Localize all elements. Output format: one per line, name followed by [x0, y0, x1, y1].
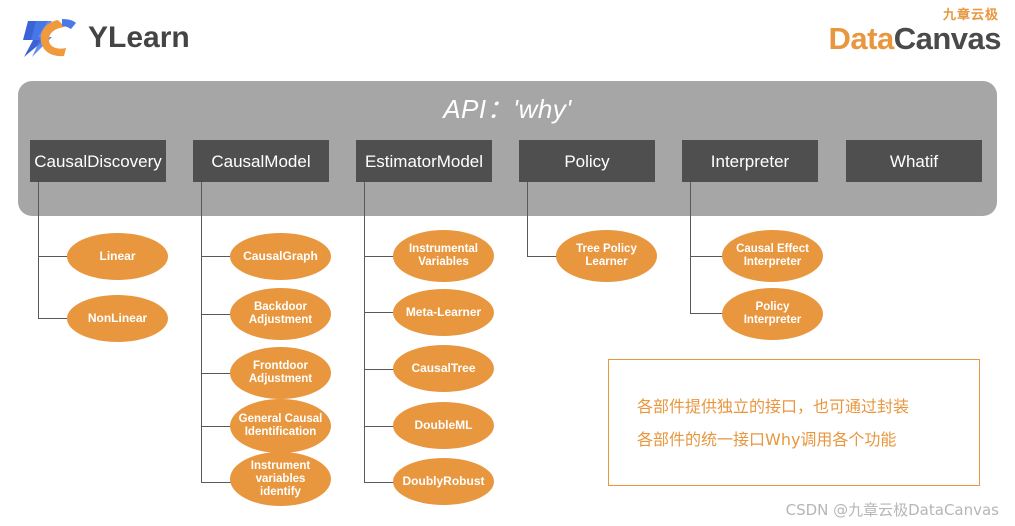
- ylearn-wordmark: YLearn: [88, 21, 190, 54]
- module-box-interpreter[interactable]: Interpreter: [682, 140, 818, 182]
- node-causalgraph[interactable]: CausalGraph: [230, 233, 331, 280]
- node-instrument-variables-identify[interactable]: Instrument variables identify: [230, 452, 331, 506]
- node-doubleml[interactable]: DoubleML: [393, 402, 494, 449]
- ylearn-yc-mark-icon: [18, 15, 78, 61]
- node-general-causal-identification[interactable]: General Causal Identification: [230, 399, 331, 453]
- connector-branch-causalgraph: [201, 256, 234, 257]
- api-panel-title: API：'why': [443, 94, 572, 124]
- node-instrumental-variables[interactable]: Instrumental Variables: [393, 230, 494, 282]
- connector-trunk-policy: [527, 182, 528, 257]
- datacanvas-wordmark: DataCanvas: [816, 21, 1002, 56]
- connector-branch-metalearner: [364, 312, 397, 313]
- node-frontdoor-adjustment[interactable]: Frontdoor Adjustment: [230, 347, 331, 399]
- module-box-policy[interactable]: Policy: [519, 140, 655, 182]
- note-line-1: 各部件提供独立的接口，也可通过封装: [637, 396, 910, 416]
- connector-branch-nonlinear: [38, 318, 71, 319]
- datacanvas-word-data: Data: [828, 21, 895, 56]
- connector-branch-backdoor: [201, 314, 234, 315]
- connector-branch-linear: [38, 256, 71, 257]
- note-line-2: 各部件的统一接口Why调用各个功能: [637, 429, 897, 449]
- module-box-estimatormodel[interactable]: EstimatorModel: [356, 140, 492, 182]
- node-nonlinear[interactable]: NonLinear: [67, 295, 168, 342]
- connector-trunk-causalmodel: [201, 182, 202, 482]
- node-doublyrobust[interactable]: DoublyRobust: [393, 458, 494, 505]
- connector-branch-causaleffectinterpreter: [690, 256, 723, 257]
- datacanvas-word-canvas: Canvas: [893, 21, 1002, 56]
- ylearn-logo: YLearn: [18, 13, 248, 63]
- connector-branch-policyinterpreter: [690, 313, 723, 314]
- node-tree-policy-learner[interactable]: Tree Policy Learner: [556, 230, 657, 282]
- connector-branch-treepolicylearner: [527, 256, 560, 257]
- datacanvas-chinese-name: 九章云极: [942, 7, 999, 22]
- connector-branch-generalcausal: [201, 426, 234, 427]
- node-backdoor-adjustment[interactable]: Backdoor Adjustment: [230, 288, 331, 340]
- connector-trunk-estimatormodel: [364, 182, 365, 482]
- module-box-causaldiscovery[interactable]: CausalDiscovery: [30, 140, 166, 182]
- note-box: 各部件提供独立的接口，也可通过封装 各部件的统一接口Why调用各个功能: [608, 359, 980, 486]
- node-causaltree[interactable]: CausalTree: [393, 345, 494, 392]
- api-panel: [18, 81, 997, 216]
- connector-trunk-causaldiscovery: [38, 182, 39, 318]
- node-linear[interactable]: Linear: [67, 233, 168, 280]
- connector-branch-causaltree: [364, 369, 397, 370]
- connector-branch-doublyrobust: [364, 482, 397, 483]
- connector-branch-instrumentalvariables: [364, 256, 397, 257]
- node-meta-learner[interactable]: Meta-Learner: [393, 289, 494, 336]
- node-causal-effect-interpreter[interactable]: Causal Effect Interpreter: [722, 230, 823, 282]
- module-box-causalmodel[interactable]: CausalModel: [193, 140, 329, 182]
- connector-branch-doubleml: [364, 426, 397, 427]
- csdn-watermark: CSDN @九章云极DataCanvas: [785, 501, 999, 519]
- module-box-whatif[interactable]: Whatif: [846, 140, 982, 182]
- connector-branch-instrumentvars: [201, 482, 234, 483]
- node-policy-interpreter[interactable]: Policy Interpreter: [722, 288, 823, 340]
- datacanvas-logo: 九章云极 DataCanvas: [816, 7, 1002, 60]
- connector-trunk-interpreter: [690, 182, 691, 314]
- connector-branch-frontdoor: [201, 373, 234, 374]
